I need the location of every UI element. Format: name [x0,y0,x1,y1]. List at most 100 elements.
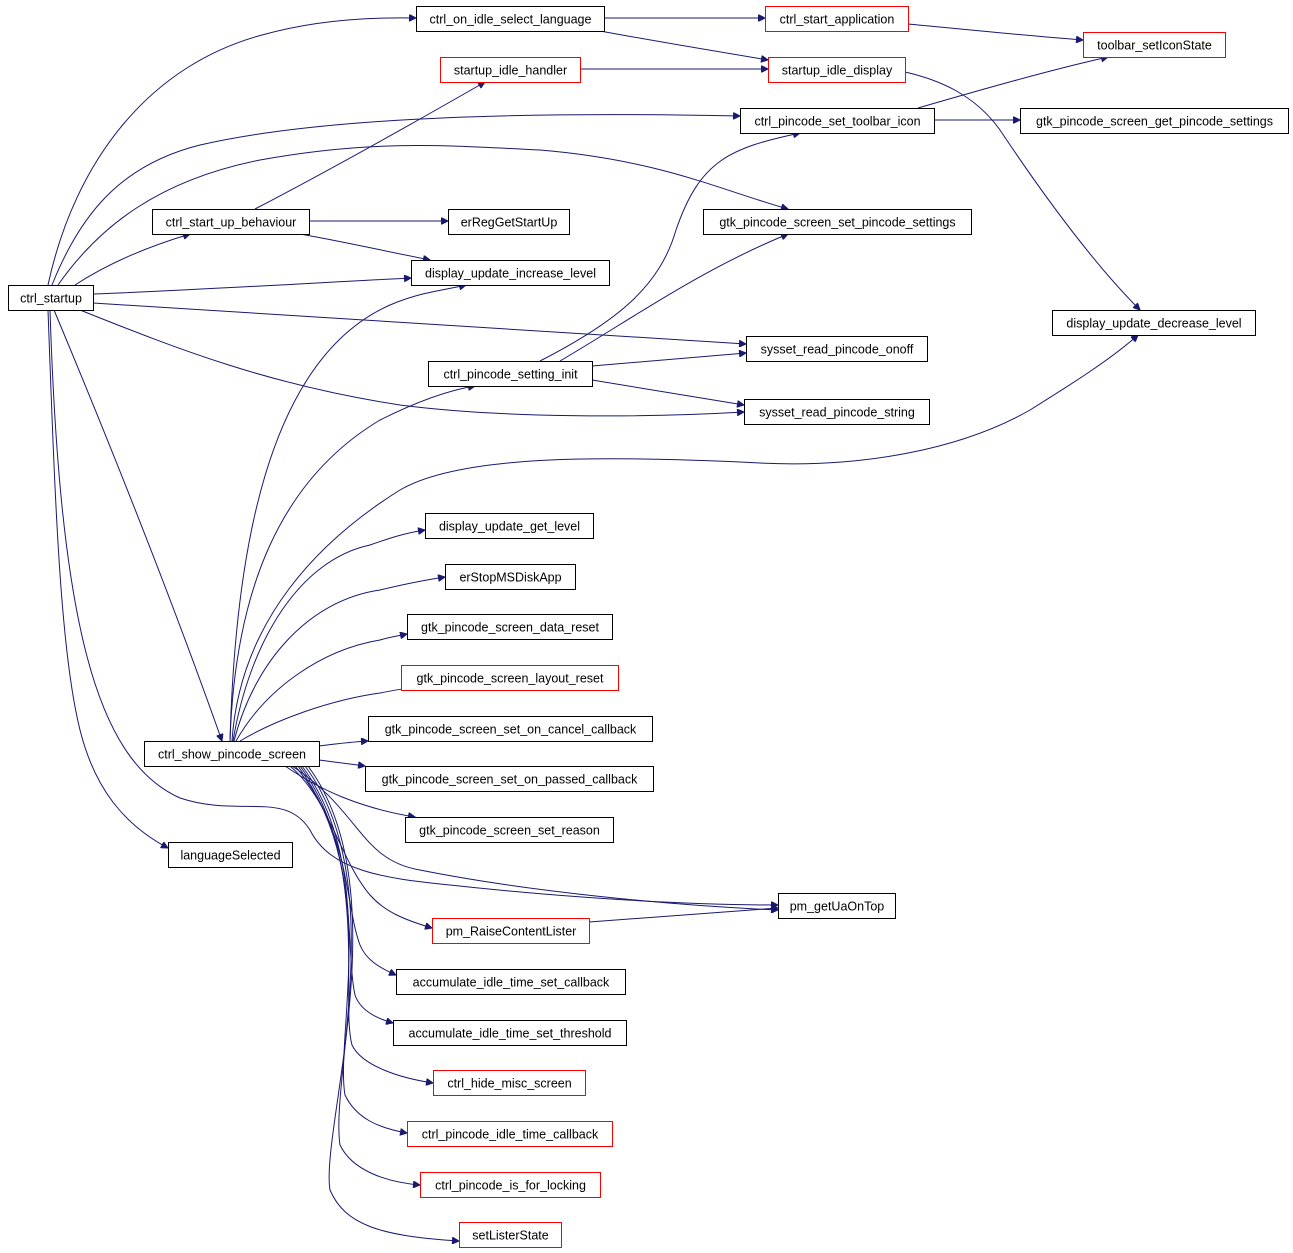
node-label: ctrl_start_application [780,13,895,27]
node-accumulate_idle_time_set_callback[interactable]: accumulate_idle_time_set_callback [396,969,626,995]
node-ctrl_show_pincode_screen[interactable]: ctrl_show_pincode_screen [144,741,320,767]
node-pm_RaiseContentLister[interactable]: pm_RaiseContentLister [432,918,590,944]
node-setListerState[interactable]: setListerState [459,1222,562,1248]
node-box [420,1172,601,1198]
node-ctrl_hide_misc_screen[interactable]: ctrl_hide_misc_screen [433,1070,586,1096]
node-box [433,1070,586,1096]
edge-ctrl_start_application-to-toolbar_setIconState [907,23,1083,40]
node-box [459,1222,562,1248]
node-label: gtk_pincode_screen_set_on_cancel_callbac… [385,723,637,737]
node-sysset_read_pincode_string[interactable]: sysset_read_pincode_string [744,399,930,425]
node-box [396,969,626,995]
node-gtk_pincode_screen_get_pincode_settings[interactable]: gtk_pincode_screen_get_pincode_settings [1020,108,1289,134]
node-ctrl_startup[interactable]: ctrl_startup [8,285,94,311]
node-ctrl_pincode_setting_init[interactable]: ctrl_pincode_setting_init [428,361,593,387]
node-ctrl_start_application[interactable]: ctrl_start_application [765,6,909,32]
node-box [778,893,896,919]
node-gtk_pincode_screen_layout_reset[interactable]: gtk_pincode_screen_layout_reset [401,665,619,691]
node-label: erStopMSDiskApp [459,571,561,585]
node-label: ctrl_show_pincode_screen [158,748,306,762]
edge-ctrl_show_pincode_screen-to-ctrl_pincode_is_for_locking [304,765,420,1185]
edge-ctrl_pincode_setting_init-to-sysset_read_pincode_onoff [591,353,746,367]
node-display_update_decrease_level[interactable]: display_update_decrease_level [1052,310,1256,336]
node-label: pm_getUaOnTop [790,900,885,914]
node-box [1020,108,1289,134]
node-box [1052,310,1256,336]
node-label: startup_idle_display [782,64,893,78]
node-gtk_pincode_screen_set_pincode_settings[interactable]: gtk_pincode_screen_set_pincode_settings [703,209,972,235]
node-box [405,817,614,843]
node-erStopMSDiskApp[interactable]: erStopMSDiskApp [445,564,576,590]
node-label: setListerState [472,1229,548,1243]
edge-ctrl_show_pincode_screen-to-pm_getUaOnTop [291,765,778,910]
node-label: ctrl_pincode_set_toolbar_icon [754,115,920,129]
node-languageSelected[interactable]: languageSelected [168,842,293,868]
node-label: erRegGetStartUp [461,216,558,230]
nodes-layer: ctrl_startup ctrl_on_idle_select_language… [8,6,1289,1248]
node-startup_idle_display[interactable]: startup_idle_display [768,57,906,83]
node-label: ctrl_pincode_is_for_locking [435,1179,586,1193]
node-ctrl_pincode_set_toolbar_icon[interactable]: ctrl_pincode_set_toolbar_icon [740,108,935,134]
edge-ctrl_show_pincode_screen-to-ctrl_pincode_setting_init [229,386,475,742]
node-gtk_pincode_screen_set_reason[interactable]: gtk_pincode_screen_set_reason [405,817,614,843]
node-startup_idle_handler[interactable]: startup_idle_handler [440,57,581,83]
edge-ctrl_show_pincode_screen-to-pm_RaiseContentLister [289,765,432,928]
node-pm_getUaOnTop[interactable]: pm_getUaOnTop [778,893,896,919]
edge-ctrl_show_pincode_screen-to-display_update_increase_level [229,285,466,742]
node-label: display_update_get_level [439,520,580,534]
node-box [365,766,654,792]
edge-ctrl_startup-to-gtk_pincode_screen_set_pincode_settings [57,145,788,286]
edge-ctrl_show_pincode_screen-to-gtk_pincode_screen_set_on_cancel_callback [318,741,368,747]
node-box [411,260,610,286]
node-box [416,6,605,32]
node-box [432,918,590,944]
edge-ctrl_show_pincode_screen-to-display_update_get_level [232,530,425,742]
node-label: ctrl_on_idle_select_language [430,13,592,27]
edge-ctrl_show_pincode_screen-to-gtk_pincode_screen_data_reset [235,634,407,742]
node-box [425,513,594,539]
node-ctrl_pincode_is_for_locking[interactable]: ctrl_pincode_is_for_locking [420,1172,601,1198]
node-box [1083,32,1226,58]
node-display_update_increase_level[interactable]: display_update_increase_level [411,260,610,286]
edges-layer [47,18,1140,1241]
node-ctrl_start_up_behaviour[interactable]: ctrl_start_up_behaviour [152,209,310,235]
edge-startup_idle_display-to-display_update_decrease_level [904,71,1140,310]
node-toolbar_setIconState[interactable]: toolbar_setIconState [1083,32,1226,58]
node-label: sysset_read_pincode_onoff [761,343,914,357]
node-box [401,665,619,691]
edge-ctrl_pincode_setting_init-to-sysset_read_pincode_string [591,379,744,405]
node-ctrl_on_idle_select_language[interactable]: ctrl_on_idle_select_language [416,6,605,32]
edge-ctrl_start_up_behaviour-to-display_update_increase_level [299,233,430,260]
node-gtk_pincode_screen_set_on_passed_callback[interactable]: gtk_pincode_screen_set_on_passed_callbac… [365,766,654,792]
node-box [368,716,653,742]
edge-ctrl_startup-to-ctrl_start_up_behaviour [74,234,190,286]
node-box [765,6,909,32]
node-sysset_read_pincode_onoff[interactable]: sysset_read_pincode_onoff [746,336,928,362]
node-label: gtk_pincode_screen_set_pincode_settings [719,216,955,230]
edge-ctrl_startup-to-display_update_increase_level [92,278,411,295]
edge-ctrl_startup-to-pm_getUaOnTop [49,309,778,905]
node-box [746,336,928,362]
node-box [144,741,320,767]
node-accumulate_idle_time_set_threshold[interactable]: accumulate_idle_time_set_threshold [393,1020,627,1046]
node-label: toolbar_setIconState [1097,39,1212,53]
node-box [393,1020,627,1046]
edge-ctrl_startup-to-ctrl_on_idle_select_language [47,18,416,286]
node-box [768,57,906,83]
node-gtk_pincode_screen_set_on_cancel_callback[interactable]: gtk_pincode_screen_set_on_cancel_callbac… [368,716,653,742]
node-display_update_get_level[interactable]: display_update_get_level [425,513,594,539]
node-label: ctrl_start_up_behaviour [166,216,297,230]
node-box [428,361,593,387]
edge-pm_RaiseContentLister-to-pm_getUaOnTop [588,908,778,923]
node-label: languageSelected [180,849,280,863]
node-label: ctrl_startup [20,292,82,306]
node-box [168,842,293,868]
edge-ctrl_pincode_setting_init-to-gtk_pincode_screen_set_pincode_settings [559,234,788,362]
node-box [152,209,310,235]
edge-ctrl_startup-to-ctrl_pincode_set_toolbar_icon [51,115,740,286]
node-ctrl_pincode_idle_time_callback[interactable]: ctrl_pincode_idle_time_callback [407,1121,613,1147]
node-erRegGetStartUp[interactable]: erRegGetStartUp [448,209,570,235]
node-gtk_pincode_screen_data_reset[interactable]: gtk_pincode_screen_data_reset [407,614,613,640]
node-box [8,285,94,311]
